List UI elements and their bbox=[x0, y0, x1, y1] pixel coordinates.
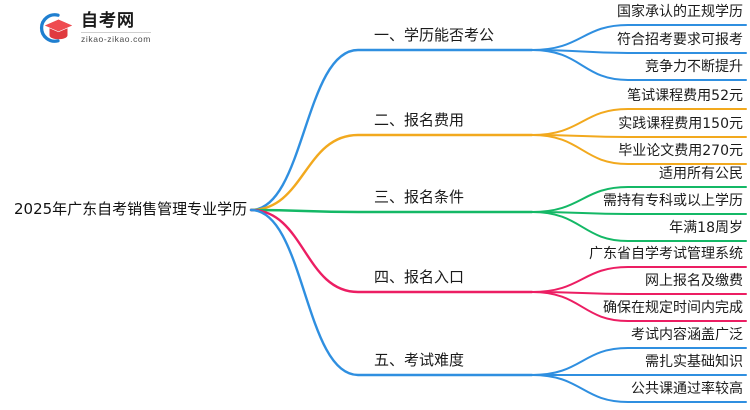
branch-label-3[interactable]: 三、报名条件 bbox=[374, 188, 465, 206]
site-logo: 自考网 zikao-zikao.com bbox=[32, 11, 151, 45]
logo-divider bbox=[81, 31, 151, 33]
leaf-label-2-2[interactable]: 实践课程费用150元 bbox=[618, 116, 743, 132]
leaf-label-3-3[interactable]: 年满18周岁 bbox=[669, 220, 743, 236]
branch-label-4[interactable]: 四、报名入口 bbox=[374, 268, 465, 286]
branch-label-1[interactable]: 一、学历能否考公 bbox=[374, 26, 495, 44]
leaf-label-5-3[interactable]: 公共课通过率较高 bbox=[631, 381, 743, 397]
leaf-label-1-2[interactable]: 符合招考要求可报考 bbox=[617, 32, 743, 48]
leaf-label-4-3[interactable]: 确保在规定时间内完成 bbox=[603, 300, 743, 316]
leaf-label-1-1[interactable]: 国家承认的正规学历 bbox=[617, 4, 743, 20]
leaf-label-3-1[interactable]: 适用所有公民 bbox=[659, 166, 743, 182]
leaf-label-4-2[interactable]: 网上报名及缴费 bbox=[645, 273, 743, 289]
leaf-label-4-1[interactable]: 广东省自学考试管理系统 bbox=[589, 246, 743, 262]
branch-label-5[interactable]: 五、考试难度 bbox=[374, 351, 465, 369]
graduation-cap-icon bbox=[32, 11, 74, 45]
leaf-label-5-1[interactable]: 考试内容涵盖广泛 bbox=[631, 327, 743, 343]
branch-label-2[interactable]: 二、报名费用 bbox=[374, 111, 465, 129]
leaf-label-1-3[interactable]: 竞争力不断提升 bbox=[645, 59, 743, 75]
leaf-label-3-2[interactable]: 需持有专科或以上学历 bbox=[603, 193, 743, 209]
leaf-label-2-3[interactable]: 毕业论文费用270元 bbox=[618, 143, 743, 159]
logo-name: 自考网 bbox=[81, 10, 135, 31]
root-node-label[interactable]: 2025年广东自考销售管理专业学历 bbox=[14, 200, 248, 218]
logo-domain: zikao-zikao.com bbox=[81, 33, 151, 44]
leaf-label-2-1[interactable]: 笔试课程费用52元 bbox=[627, 88, 743, 104]
leaf-label-5-2[interactable]: 需扎实基础知识 bbox=[645, 354, 743, 370]
